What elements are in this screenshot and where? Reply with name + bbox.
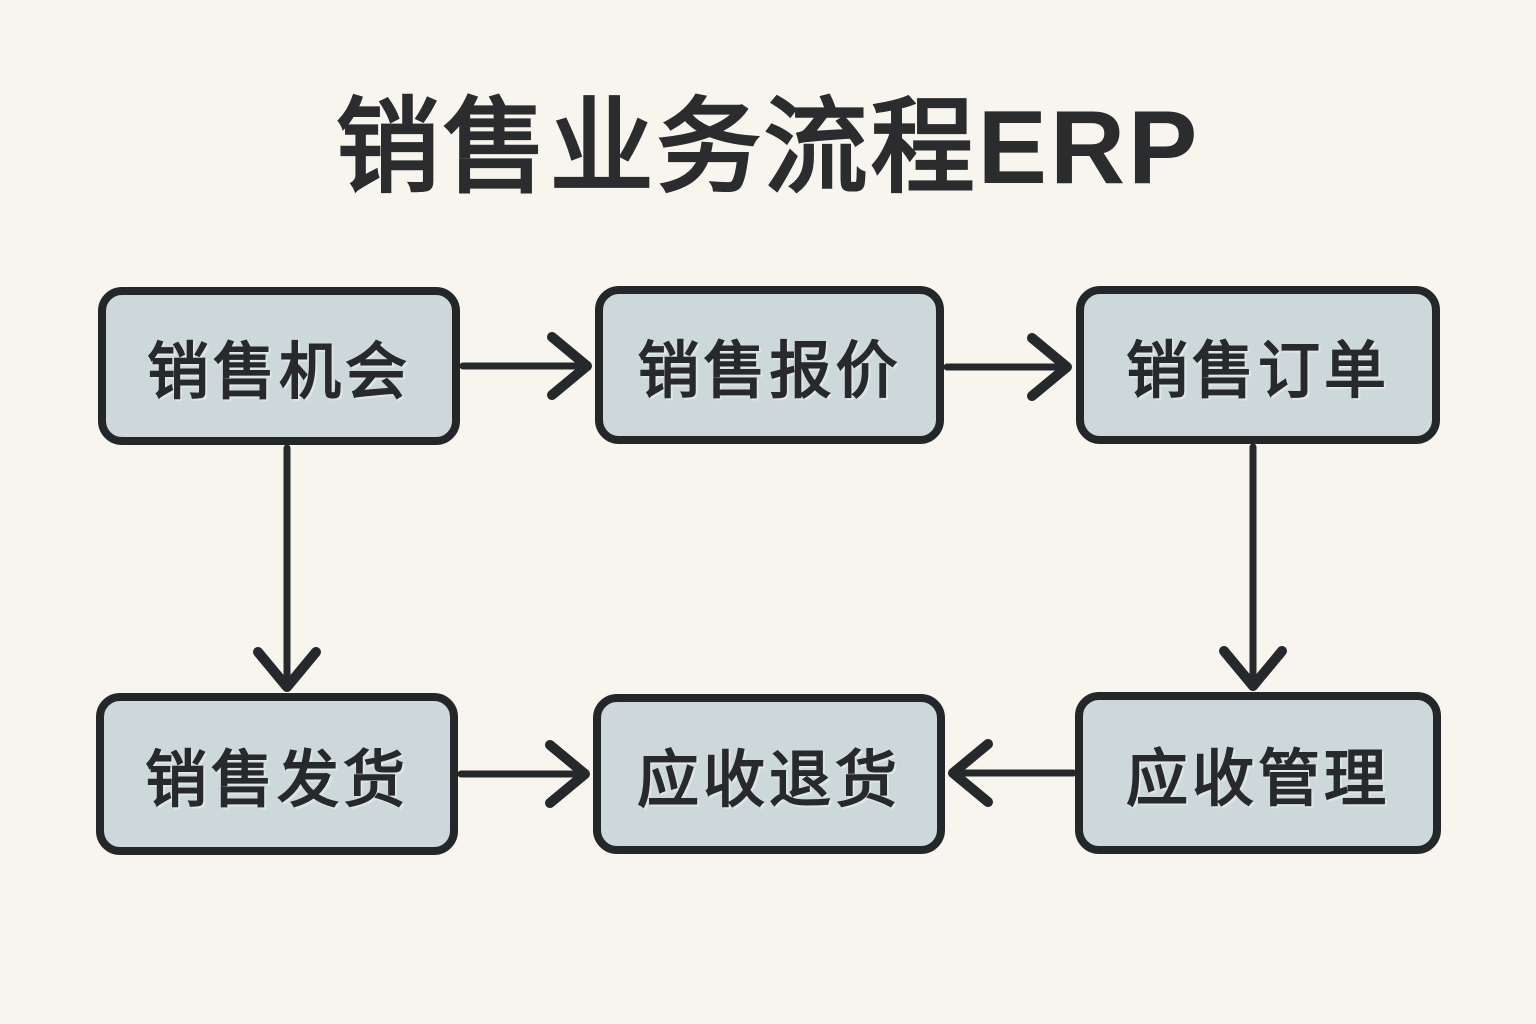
node-sales-opportunity: 销售机会 <box>98 287 460 445</box>
node-sales-quotation-label: 销售报价 <box>637 337 902 406</box>
diagram-title: 销售业务流程ERP <box>335 90 1201 206</box>
arrow-sales-quotation-to-sales-order <box>943 333 1072 401</box>
node-sales-delivery: 销售发货 <box>96 693 458 855</box>
node-sales-order-label: 销售订单 <box>1125 337 1390 406</box>
node-sales-order: 销售订单 <box>1076 286 1440 444</box>
node-receivable-management: 应收管理 <box>1075 692 1441 854</box>
node-sales-opportunity-label: 销售机会 <box>146 338 411 407</box>
node-sales-delivery-label: 销售发货 <box>144 746 409 815</box>
node-receivable-return-label: 应收退货 <box>636 746 901 815</box>
node-receivable-return: 应收退货 <box>593 694 945 854</box>
node-sales-quotation: 销售报价 <box>595 286 944 444</box>
arrow-sales-opportunity-to-sales-delivery <box>253 444 321 692</box>
arrow-sales-delivery-to-receivable-return <box>457 740 590 808</box>
node-receivable-management-label: 应收管理 <box>1125 745 1390 814</box>
arrow-sales-order-to-receivable-management <box>1219 443 1287 691</box>
arrow-receivable-management-to-receivable-return <box>948 739 1077 807</box>
arrow-sales-opportunity-to-sales-quotation <box>459 332 592 400</box>
